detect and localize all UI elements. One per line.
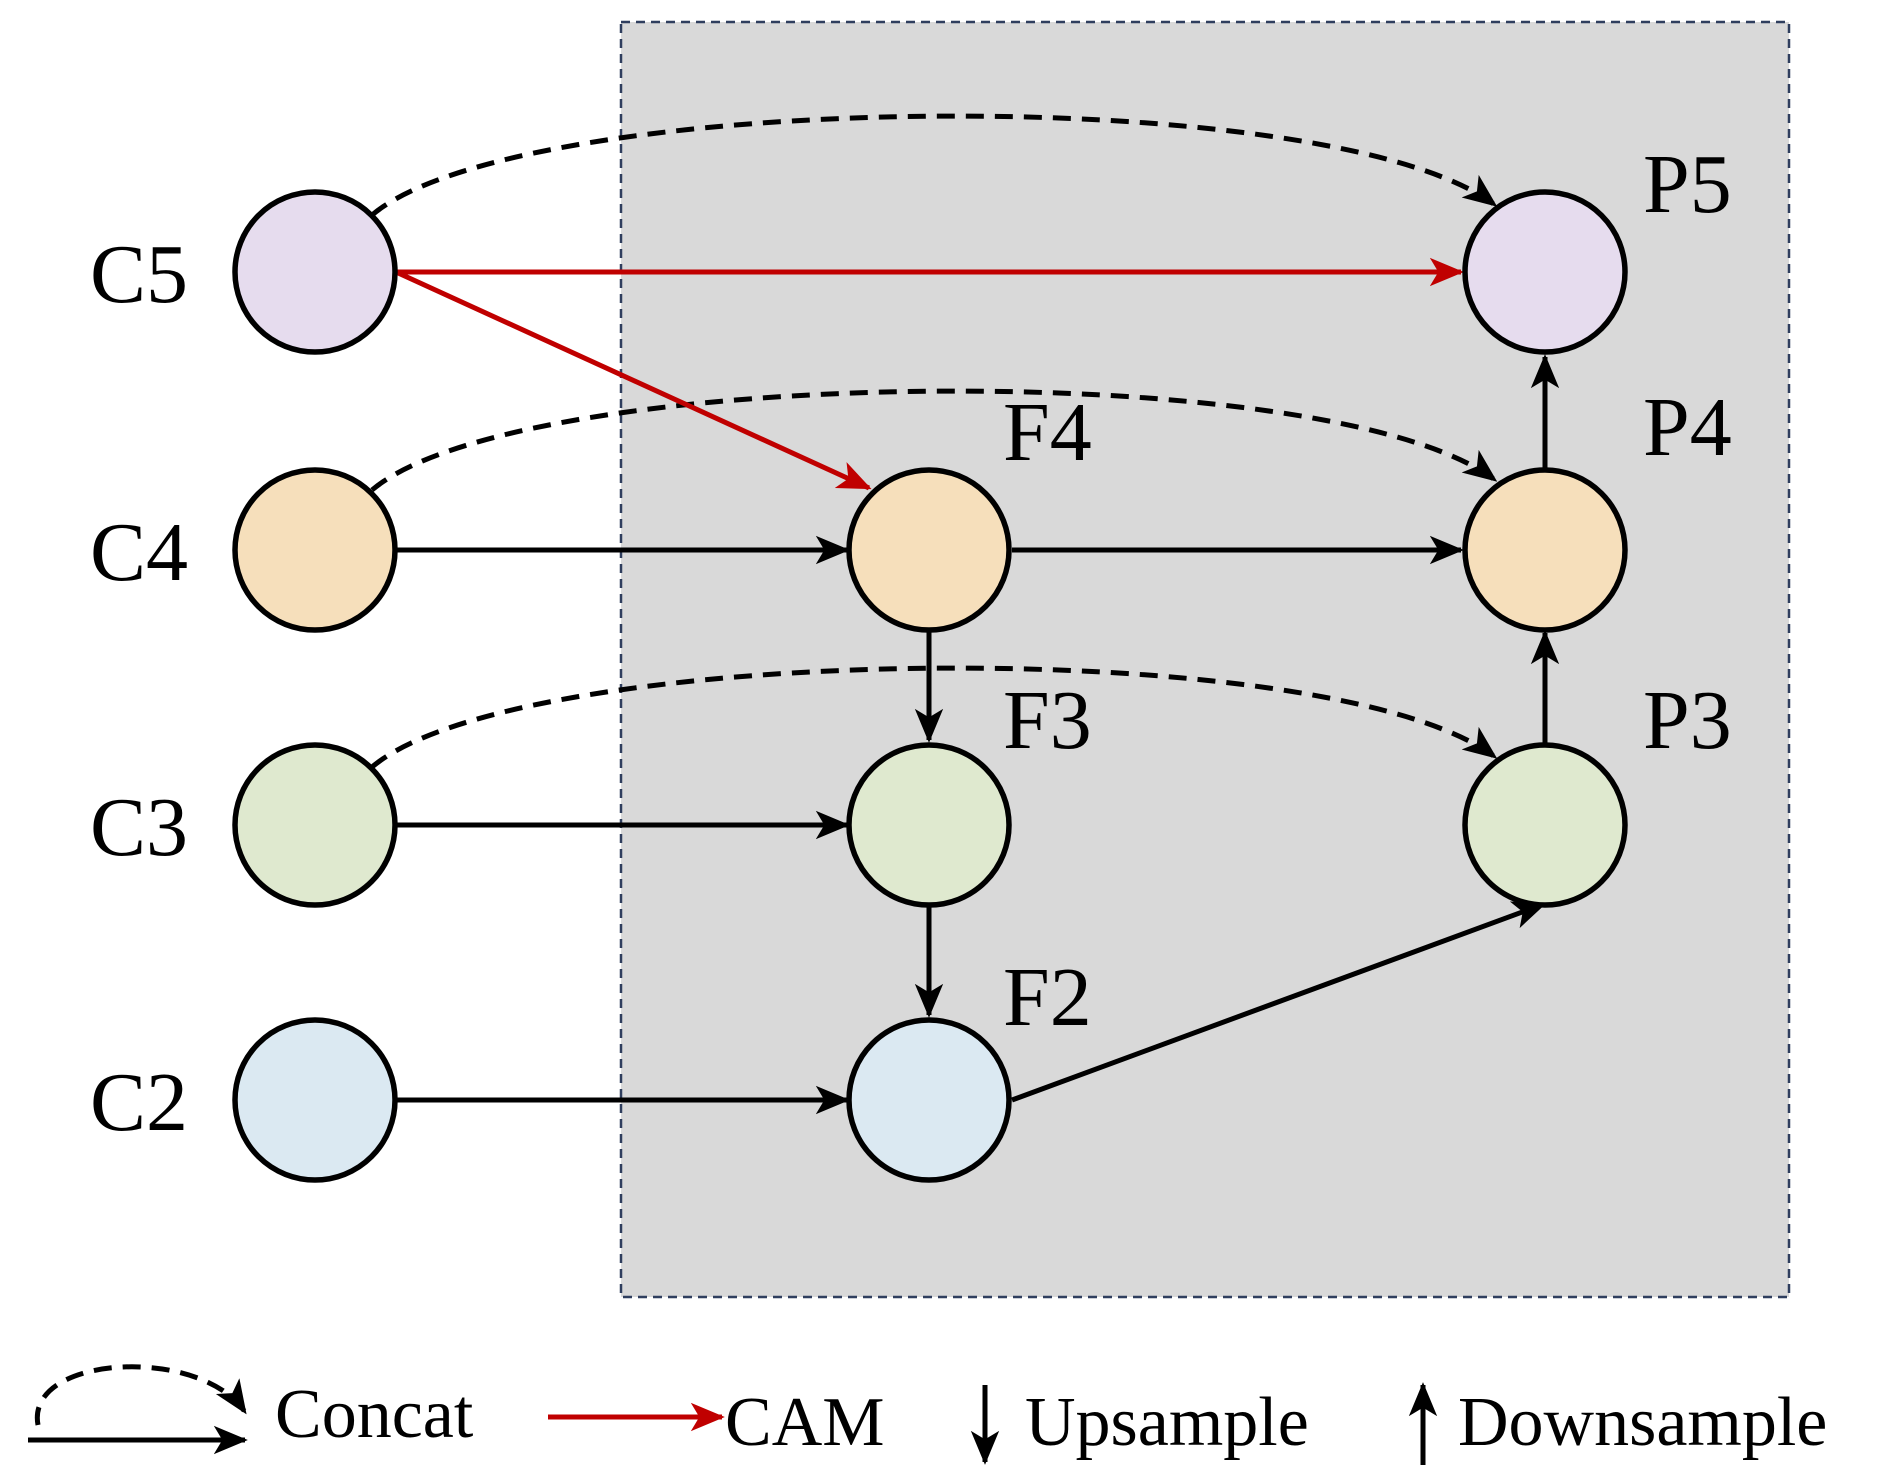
- cam-edge-c5-f4: [394, 269, 872, 491]
- label-p4: P4: [1643, 381, 1732, 474]
- node-c5: [232, 189, 398, 355]
- legend-downsample-label: Downsample: [1458, 1384, 1827, 1461]
- fusion-region: [619, 20, 1791, 1299]
- legend-cam-label: CAM: [725, 1384, 884, 1461]
- node-f2: [846, 1017, 1012, 1183]
- node-c2: [232, 1017, 398, 1183]
- node-p5: [1462, 189, 1628, 355]
- node-p4: [1462, 467, 1628, 633]
- concat-edge-c4-p4: [370, 388, 1498, 492]
- label-f2: F2: [1003, 951, 1092, 1044]
- legend-concat-label: Concat: [275, 1376, 474, 1453]
- node-f4: [846, 467, 1012, 633]
- legend-upsample-label: Upsample: [1025, 1384, 1309, 1461]
- node-p3: [1462, 742, 1628, 908]
- label-c3: C3: [90, 781, 188, 874]
- label-c5: C5: [90, 228, 188, 321]
- concat-edge-c5-p5: [370, 113, 1498, 217]
- legend-concat-dashed-icon: [34, 1364, 248, 1426]
- label-p3: P3: [1643, 674, 1732, 767]
- label-f4: F4: [1003, 386, 1092, 479]
- node-c4: [232, 467, 398, 633]
- label-c4: C4: [90, 506, 188, 599]
- edge-f2-p3: [1011, 901, 1547, 1103]
- node-c3: [232, 742, 398, 908]
- label-f3: F3: [1003, 674, 1092, 767]
- legend: Concat CAM Upsample Downsample: [28, 1364, 1827, 1465]
- label-p5: P5: [1643, 138, 1732, 231]
- node-f3: [846, 742, 1012, 908]
- concat-edge-c3-p3: [370, 665, 1498, 769]
- label-c2: C2: [90, 1056, 188, 1149]
